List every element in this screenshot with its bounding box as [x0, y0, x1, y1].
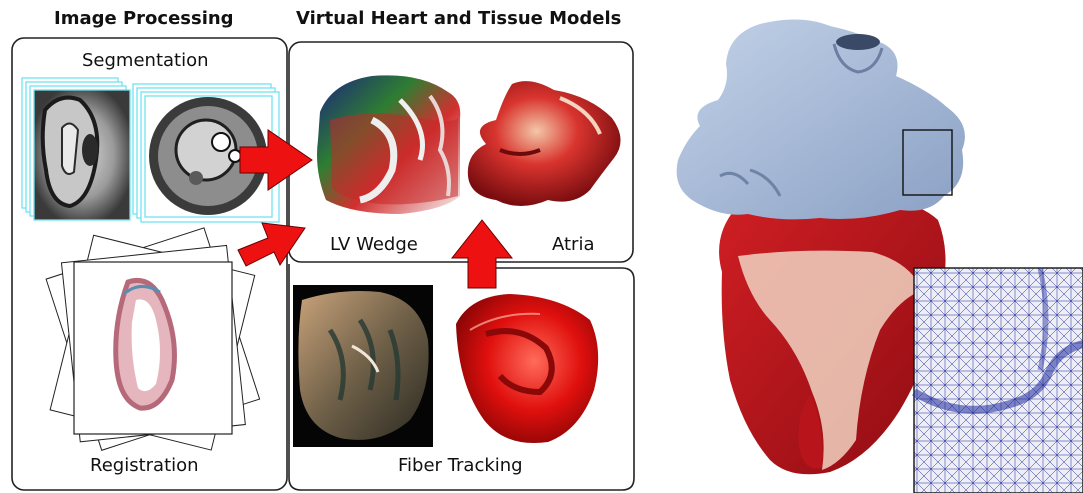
segmentation-label: Segmentation [82, 50, 209, 71]
fiber-tracking-label: Fiber Tracking [398, 455, 523, 476]
atria-model [468, 81, 621, 206]
registration-label: Registration [90, 455, 199, 476]
atria-label: Atria [552, 234, 595, 255]
heart-specimen-photo [293, 285, 433, 447]
virtual-models-heading: Virtual Heart and Tissue Models [296, 8, 621, 29]
lv-wedge-model [317, 75, 460, 214]
lv-wedge-label: LV Wedge [330, 234, 418, 255]
image-processing-heading: Image Processing [54, 8, 234, 29]
registration-slice-stack [46, 228, 259, 450]
arrow-fibers-to-atria [452, 220, 512, 288]
fiber-tracking-model [456, 294, 598, 443]
mesh-detail-inset [914, 268, 1083, 493]
segmentation-stack-long-axis [22, 78, 130, 220]
